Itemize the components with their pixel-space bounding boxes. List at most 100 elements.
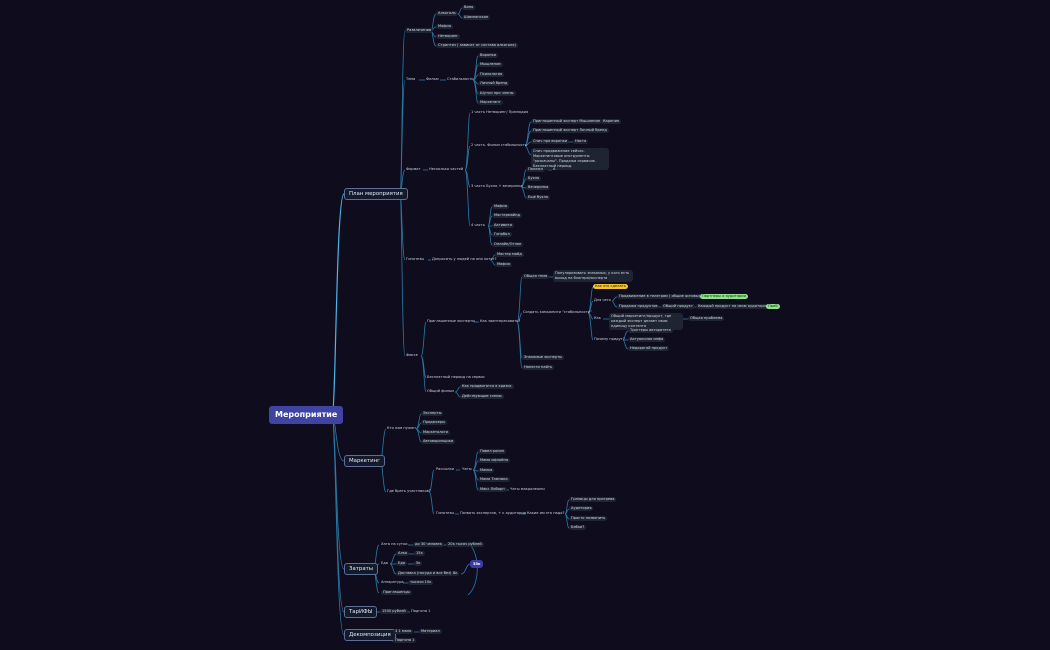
node-chats[interactable]: Чаты (462, 467, 472, 471)
node-cf-item[interactable]: Действующие схемы (460, 394, 504, 399)
node-tariff-pay[interactable]: Подгона 1 (411, 609, 431, 613)
node-chat-item[interactable]: Мама Тампико (478, 477, 510, 482)
node-networking[interactable]: Нетворинг (436, 34, 461, 39)
node-wj-item[interactable]: Недорогой продукт (628, 346, 670, 351)
node-part3[interactable]: 3 часть Бухло + вечеринка (471, 184, 523, 188)
node-rent-price[interactable]: тысячи 10к (408, 580, 434, 585)
node-mafia[interactable]: Мафия (436, 24, 453, 29)
branch-marketing[interactable]: Маркетинг (344, 455, 385, 467)
node-vip-product[interactable]: Каждый продукт на свою аудиторию (696, 304, 771, 309)
node-wn-item[interactable]: Автоворонщики (421, 439, 456, 444)
node-kak[interactable]: Как (594, 316, 601, 320)
node-topic[interactable]: Тема (406, 77, 416, 81)
node-common-problem[interactable]: Общая проблема (688, 316, 725, 321)
node-chat-item[interactable]: Макс Лоборн (478, 487, 507, 492)
node-stab-item[interactable]: Мышление (478, 62, 503, 67)
node-what-need[interactable]: Какие им это надо? (527, 511, 565, 515)
branch-costs[interactable]: Затраты (344, 563, 379, 575)
node-stab-item[interactable]: Шутки про члены (478, 91, 516, 96)
node-p4-item[interactable]: Активити (492, 223, 514, 228)
node-stab-item[interactable]: Личный бренд (478, 81, 510, 86)
branch-plan[interactable]: План мероприятия (344, 188, 408, 200)
node-p3-top-right[interactable]: А (553, 167, 556, 171)
node-p4-item[interactable]: Онлайн/Отлан (492, 242, 524, 247)
node-invited-experts[interactable]: Приглашенные эксперты (427, 319, 475, 323)
node-chat-item[interactable]: Мамка (478, 468, 495, 473)
node-common-film[interactable]: Общий фильм (427, 389, 454, 393)
node-wnd-item[interactable]: Просто позвонить (569, 516, 608, 521)
node-funnels[interactable]: Фильм (426, 77, 439, 81)
node-call-experts[interactable]: Позвать экспертов, + к аудитории (460, 511, 527, 515)
node-free-period[interactable]: Бесплатный период на сервис (427, 375, 485, 379)
node-champagne[interactable]: Шампанское (462, 15, 491, 20)
node-for-whom[interactable]: Для чего (594, 298, 611, 302)
node-p3-top[interactable]: Полежн (526, 167, 545, 172)
node-film[interactable]: Фиксе (406, 353, 418, 357)
node-hall-cap[interactable]: до 30 человек (413, 542, 444, 547)
node-p3-item[interactable]: Ещё бухло (526, 195, 550, 200)
node-delivery[interactable]: Доставка (посуда и все без) (396, 571, 454, 576)
node-alco[interactable]: Алко (396, 551, 410, 556)
node-p2-item[interactable]: Приглашенный эксперт Мышление (531, 119, 603, 124)
node-partners[interactable]: Партнеры и аудитории (700, 294, 748, 299)
node-general-theme[interactable]: Общая тема (522, 274, 550, 279)
node-eda[interactable]: Еда (396, 561, 407, 566)
node-p3-item[interactable]: Бухло (526, 176, 542, 181)
node-hall-price[interactable]: 20к тысяч рублей (446, 542, 484, 547)
node-p2-item[interactable]: Приглашенный эксперт Личный бренд (531, 128, 609, 133)
node-p4-item[interactable]: Мафия (492, 204, 509, 209)
node-chat-item[interactable]: Павел ронин (478, 449, 507, 454)
node-wn-item[interactable]: Продюсеры (421, 420, 447, 425)
node-rent[interactable]: Аппаратура (381, 580, 404, 584)
node-stab-item[interactable]: Психология (478, 72, 505, 77)
node-part2[interactable]: 2 часть. Фильм стабильность (471, 143, 527, 147)
node-cf-item[interactable]: Как продвигатся в кризис (460, 384, 514, 389)
node-wine[interactable]: Вино (462, 5, 476, 10)
node-tariff-price[interactable]: 1500 рублей (380, 609, 408, 614)
node-format[interactable]: Формат (406, 167, 421, 171)
node-hyp-item[interactable]: Мастер майд (495, 252, 524, 257)
node-wnd-item[interactable]: Границы для прогрева (569, 497, 617, 502)
node-stab-item[interactable]: Воронки (478, 53, 498, 58)
node-p2-item[interactable]: Спич про воронки (531, 139, 570, 144)
node-hypotheses[interactable]: Гипотезы (406, 257, 425, 261)
node-chat-item[interactable]: Мама офлайна (478, 458, 511, 463)
branch-tariffs[interactable]: ТарИФЫ (344, 606, 378, 618)
node-known-experts[interactable]: Знакомые эксперты (522, 355, 565, 360)
node-where-find[interactable]: Где брать участников? (387, 489, 431, 493)
node-alcohol[interactable]: Алкоголь (436, 11, 458, 16)
node-prib[interactable]: Приб (766, 304, 780, 309)
node-invitations[interactable]: Приглашенцы (381, 590, 412, 595)
node-hyp-item[interactable]: Мафия (495, 262, 512, 267)
node-alco-price[interactable]: 15к (414, 551, 425, 556)
node-p3-item[interactable]: Вечеринка (526, 185, 551, 190)
node-fw-item[interactable]: Продвижение в телеграм ( общие основы) (617, 294, 703, 299)
node-wn-item[interactable]: Маркетологи (421, 430, 450, 435)
node-why-join[interactable]: Почему придут? (594, 337, 625, 341)
node-who-needed[interactable]: Кто нам нужен (387, 426, 416, 430)
node-decomp-item[interactable]: 3 1 мало (393, 629, 414, 634)
node-eda-price[interactable]: 5к (414, 561, 423, 566)
node-stab-item[interactable]: Маркетинг (478, 100, 503, 105)
node-how-interest[interactable]: Как заинтересовать? (480, 319, 521, 323)
node-wnd-item[interactable]: Бабки? (569, 525, 587, 530)
node-wj-item[interactable]: Актуальная инфа (628, 337, 666, 342)
node-stability[interactable]: Стабильность (447, 77, 474, 81)
node-find-nearby[interactable]: Нанести найть (522, 365, 555, 370)
node-gt-detail[interactable]: Популяризовать знакомых, у кого есть вых… (553, 270, 633, 282)
node-how-to-do[interactable]: Как это сделать (593, 284, 628, 289)
node-hall[interactable]: Хата на сутки (381, 542, 408, 546)
node-kak-detail[interactable]: Общий маркетинг/продукт, где каждый эксп… (609, 313, 683, 330)
node-entertainment[interactable]: Развлечения (405, 28, 434, 33)
node-mk-hypotheses[interactable]: Гипотезы (436, 511, 455, 515)
node-rassylka[interactable]: Рассылки (436, 467, 454, 471)
node-part1[interactable]: 1 часть Нетворинг/ Прелюдия (471, 110, 529, 114)
node-karenin[interactable]: Каренин (601, 119, 622, 124)
node-decomp-material[interactable]: Материал (419, 629, 442, 634)
node-stripper[interactable]: Стриптиз ( зависит от состава алкоголя) (436, 43, 518, 48)
node-part4[interactable]: 4 часть (471, 223, 485, 227)
node-costs-total[interactable]: 35к (470, 560, 484, 568)
node-nastya[interactable]: Настя (573, 139, 589, 144)
node-wn-item[interactable]: Эксперты (421, 411, 444, 416)
